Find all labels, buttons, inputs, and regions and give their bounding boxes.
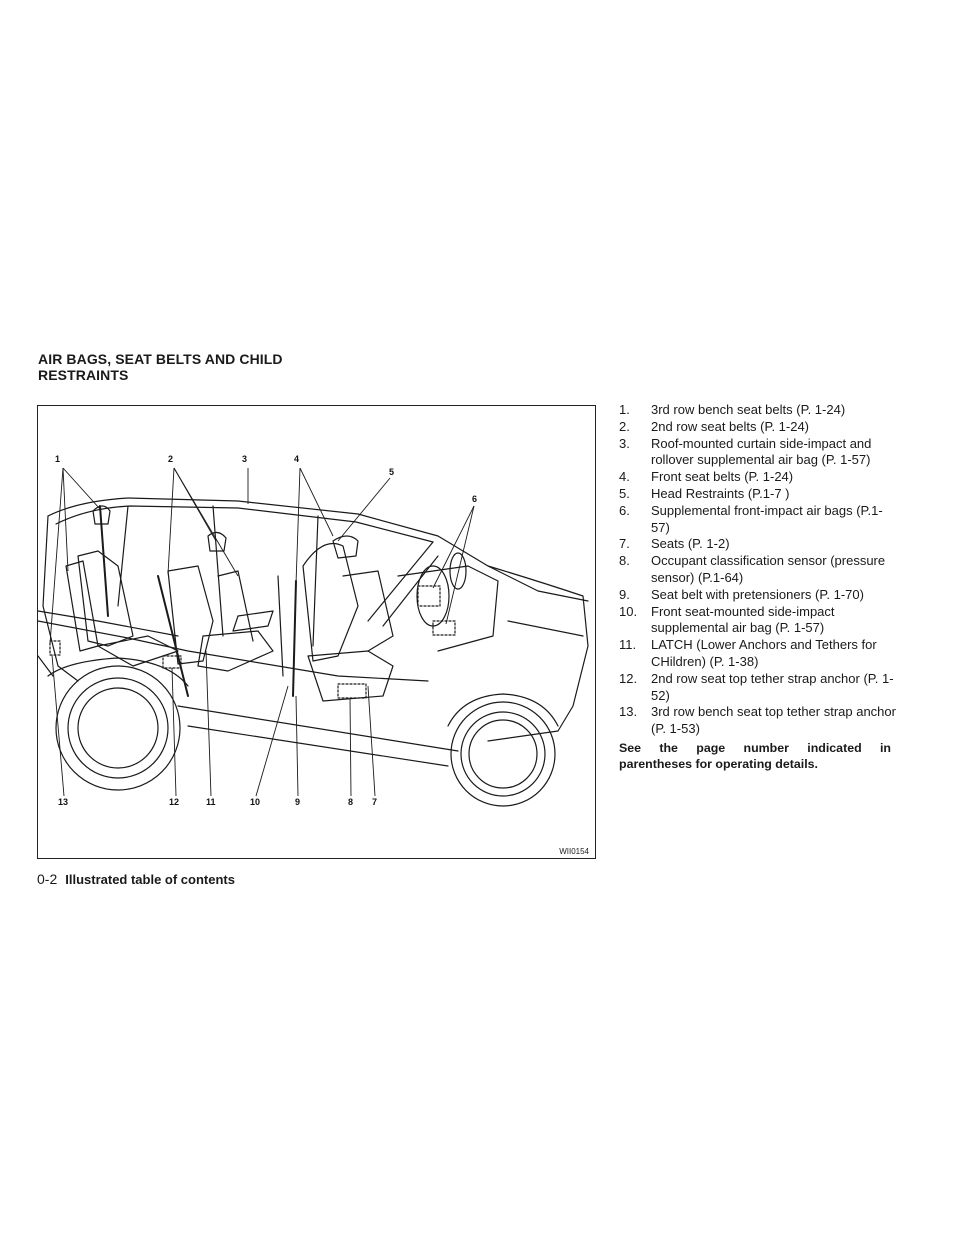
footer-title: Illustrated table of contents [65,872,235,887]
list-item: 7. Seats (P. 1-2) [619,536,899,553]
vehicle-cutaway-drawing [38,467,589,807]
callout-10: 10 [250,797,261,807]
list-item: 2. 2nd row seat belts (P. 1-24) [619,419,899,436]
list-item: 10. Front seat-mounted side-impact supple… [619,604,899,638]
item-text: Supplemental front-impact air bags (P.1-… [651,502,883,535]
callout-13: 13 [58,797,69,807]
item-text: Head Restraints (P.1-7 ) [651,485,790,501]
callout-11: 11 [206,797,216,807]
item-number: 8. [619,553,630,569]
item-text: Seats (P. 1-2) [651,536,730,552]
callout-2: 2 [168,454,174,464]
callout-12: 12 [169,797,180,807]
callout-8: 8 [348,797,354,807]
item-number: 4. [619,469,630,485]
callout-7: 7 [372,797,378,807]
item-number: 5. [619,485,630,501]
figure-id: WII0154 [559,847,589,856]
item-text: 3rd row bench seat belts (P. 1-24) [651,402,846,417]
list-item: 9. Seat belt with pretensioners (P. 1-70) [619,587,899,604]
vehicle-restraint-illustration: 1 2 3 4 5 6 13 12 11 10 9 8 7 WII0154 [37,405,596,859]
section-title: AIR BAGS, SEAT BELTS AND CHILD RESTRAINT… [38,351,283,383]
restraint-item-list: 1.3rd row bench seat belts (P. 1-24) 2.2… [619,402,899,738]
item-number: 13. [619,704,638,720]
page-number: 0-2 [37,871,58,887]
callout-5: 5 [389,467,395,477]
item-text: 2nd row seat top tether strap anchor (P.… [651,670,894,703]
item-number: 2. [619,418,630,434]
item-number: 7. [619,536,630,552]
item-number: 12. [619,670,638,686]
list-item: 6. Supplemental front-impact air bags (P.… [619,503,899,537]
item-text: Front seat-mounted side-impact supplemen… [651,603,835,636]
item-number: 10. [619,603,638,619]
item-text: LATCH (Lower Anchors and Tethers for CHi… [651,637,877,669]
item-text: 3rd row bench seat top tether strap anch… [651,704,896,737]
item-text: Seat belt with pretensioners (P. 1-70) [651,586,864,602]
list-item: 4. Front seat belts (P. 1-24) [619,469,899,486]
item-text: Roof-mounted curtain side-impact and rol… [651,435,872,468]
callout-9: 9 [295,797,301,807]
operating-details-note: See the page number indicated in parenth… [619,741,891,771]
item-number: 3. [619,435,630,451]
list-item: 1. 3rd row bench seat belts (P. 1-24) [619,402,899,419]
callout-6: 6 [472,494,478,504]
list-item: 13. 3rd row bench seat top tether strap a… [619,704,899,738]
callout-1: 1 [55,454,61,464]
callout-3: 3 [242,454,248,464]
list-item: 11. LATCH (Lower Anchors and Tethers for … [619,637,899,671]
page-footer: 0-2 Illustrated table of contents [37,871,235,888]
item-text: Front seat belts (P. 1-24) [651,469,794,485]
list-item: 12. 2nd row seat top tether strap anchor … [619,671,899,705]
callout-4: 4 [294,454,300,464]
list-item: 8. Occupant classification sensor (pressu… [619,553,899,587]
list-item: 3. Roof-mounted curtain side-impact and r… [619,436,899,470]
item-number: 1. [619,402,630,417]
list-item: 5. Head Restraints (P.1-7 ) [619,486,899,503]
item-number: 11. [619,637,637,653]
item-number: 6. [619,502,630,518]
item-text: Occupant classification sensor (pressure… [651,553,886,585]
item-number: 9. [619,586,630,602]
item-text: 2nd row seat belts (P. 1-24) [651,418,810,434]
